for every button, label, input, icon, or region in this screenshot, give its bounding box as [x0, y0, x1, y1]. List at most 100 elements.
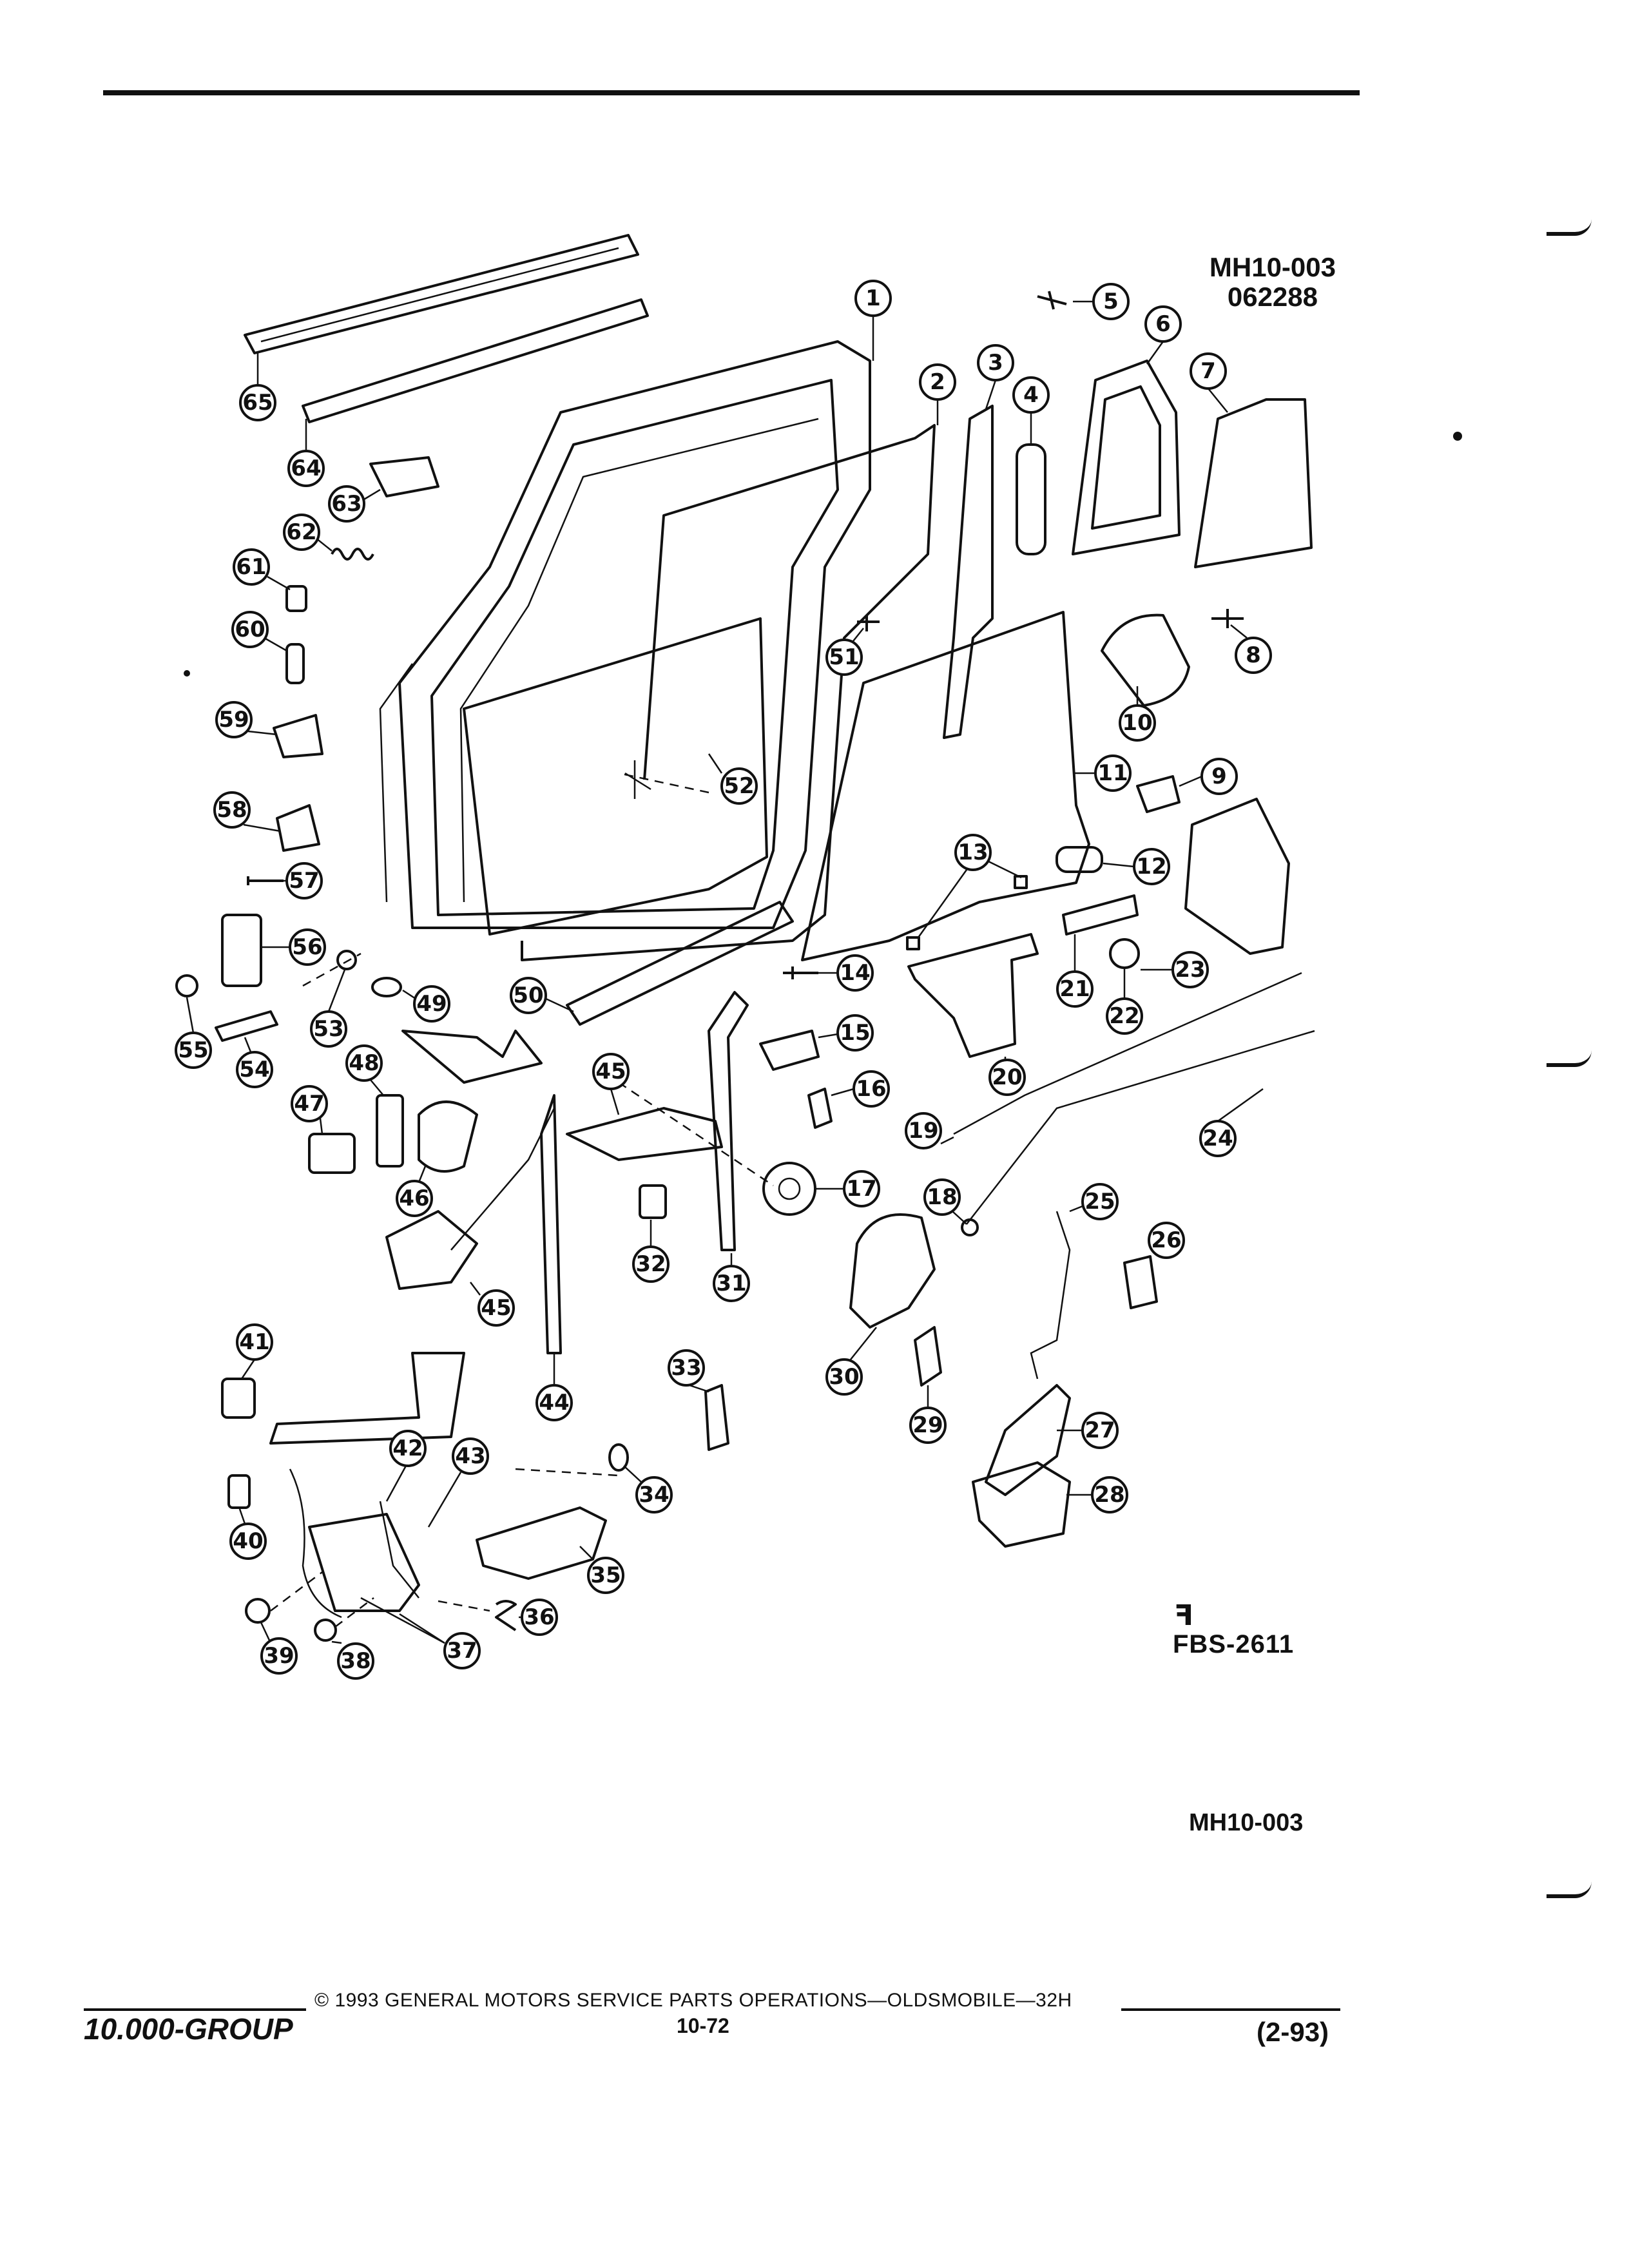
part-36-spring — [495, 1600, 517, 1631]
callout-26: 26 — [1148, 1222, 1185, 1259]
part-22-roller — [1109, 938, 1140, 969]
svg-text:54: 54 — [239, 1057, 269, 1082]
svg-text:31: 31 — [716, 1271, 746, 1296]
svg-text:1: 1 — [865, 285, 881, 311]
callout-22: 22 — [1106, 968, 1143, 1035]
part-26-bracket — [1123, 1255, 1158, 1309]
svg-text:59: 59 — [218, 707, 249, 733]
part-63-bracket — [369, 456, 439, 497]
callout-2: 2 — [919, 363, 956, 425]
part-21-guide — [1062, 894, 1139, 936]
svg-text:43: 43 — [455, 1443, 485, 1469]
part-48-plate — [376, 1094, 404, 1168]
svg-text:32: 32 — [635, 1251, 666, 1277]
part-44-channel — [540, 1094, 562, 1354]
svg-text:9: 9 — [1211, 764, 1227, 789]
part-53-washer — [336, 950, 357, 970]
svg-text:5: 5 — [1103, 289, 1119, 314]
callout-39: 39 — [260, 1622, 298, 1675]
callout-23: 23 — [1141, 951, 1209, 988]
part-60-pin — [285, 643, 305, 684]
copyright-line: © 1993 GENERAL MOTORS SERVICE PARTS OPER… — [314, 1990, 1072, 2011]
callout-58: 58 — [213, 791, 281, 832]
svg-text:56: 56 — [292, 934, 322, 960]
part-10-plate — [1101, 613, 1190, 707]
svg-text:51: 51 — [829, 644, 859, 670]
callout-46: 46 — [396, 1166, 433, 1217]
callout-32: 32 — [632, 1220, 670, 1283]
page-number: 10-72 — [677, 2014, 729, 2037]
part-6-vent-frame — [1072, 360, 1181, 555]
part-47-pad — [308, 1133, 356, 1174]
callout-9: 9 — [1179, 758, 1238, 795]
callout-60: 60 — [231, 611, 287, 652]
svg-text:45: 45 — [481, 1295, 511, 1321]
callout-52: 52 — [708, 753, 758, 805]
source-code: FBS-2611 — [1173, 1630, 1295, 1658]
svg-text:16: 16 — [856, 1076, 886, 1102]
part-46-hinge — [418, 1100, 478, 1173]
svg-text:53: 53 — [313, 1016, 343, 1042]
callout-27: 27 — [1057, 1412, 1119, 1449]
svg-text:22: 22 — [1109, 1003, 1139, 1029]
svg-text:57: 57 — [289, 868, 319, 894]
part-13-clips — [906, 875, 1028, 950]
svg-text:41: 41 — [239, 1329, 269, 1355]
callout-45-upper: 45 — [592, 1053, 630, 1115]
callout-19: 19 — [905, 1112, 954, 1149]
callout-63: 63 — [328, 485, 381, 523]
svg-text:64: 64 — [291, 456, 321, 481]
part-24-rod — [966, 1030, 1315, 1225]
svg-text:37: 37 — [447, 1638, 477, 1664]
part-32-bracket — [639, 1184, 667, 1219]
callout-37: 37 — [360, 1597, 481, 1669]
part-16-clip — [807, 1088, 833, 1129]
figure-code: 062288 — [1227, 282, 1318, 312]
svg-text:26: 26 — [1151, 1227, 1181, 1253]
callout-44: 44 — [535, 1353, 573, 1421]
svg-text:33: 33 — [671, 1355, 701, 1381]
svg-text:46: 46 — [399, 1186, 429, 1211]
callout-5: 5 — [1073, 283, 1130, 320]
part-4-seal — [1016, 443, 1046, 555]
callout-47: 47 — [291, 1085, 328, 1135]
svg-text:11: 11 — [1097, 760, 1128, 786]
callout-45-lower: 45 — [470, 1282, 515, 1327]
callout-11: 11 — [1073, 754, 1132, 792]
callout-25: 25 — [1069, 1183, 1119, 1220]
part-39-nut — [245, 1598, 271, 1624]
svg-text:40: 40 — [233, 1528, 263, 1554]
binder-mark — [1547, 1881, 1592, 1898]
part-27-actuator — [985, 1384, 1071, 1496]
part-5-screw — [1037, 291, 1067, 310]
callout-49: 49 — [402, 985, 450, 1023]
svg-text:55: 55 — [178, 1037, 208, 1063]
part-11-door-glass — [801, 611, 1090, 961]
svg-text:15: 15 — [840, 1020, 870, 1046]
part-25-rod — [1030, 1211, 1071, 1379]
svg-text:48: 48 — [349, 1050, 379, 1076]
part-59-hinge — [273, 714, 323, 758]
part-64-strip — [302, 298, 649, 423]
binder-mark — [1547, 1050, 1592, 1067]
callout-33: 33 — [668, 1349, 709, 1393]
svg-text:61: 61 — [236, 554, 266, 580]
part-51-screw — [857, 615, 880, 631]
svg-text:58: 58 — [217, 797, 247, 823]
svg-text:3: 3 — [988, 350, 1003, 376]
svg-text:23: 23 — [1175, 957, 1205, 983]
part-20-sash — [907, 933, 1039, 1058]
callout-13: 13 — [917, 834, 1022, 938]
svg-text:18: 18 — [927, 1184, 957, 1210]
part-45-lower-arm — [385, 1210, 478, 1290]
callout-1: 1 — [854, 280, 892, 361]
callout-24: 24 — [1199, 1088, 1264, 1157]
group-number: 10.000-GROUP — [84, 2012, 293, 2046]
part-61-bumper — [285, 585, 307, 612]
svg-text:28: 28 — [1094, 1482, 1124, 1508]
part-23-panel — [1184, 798, 1290, 955]
part-38-bolt — [314, 1619, 337, 1642]
callout-10: 10 — [1119, 686, 1156, 742]
svg-text:49: 49 — [416, 991, 447, 1017]
